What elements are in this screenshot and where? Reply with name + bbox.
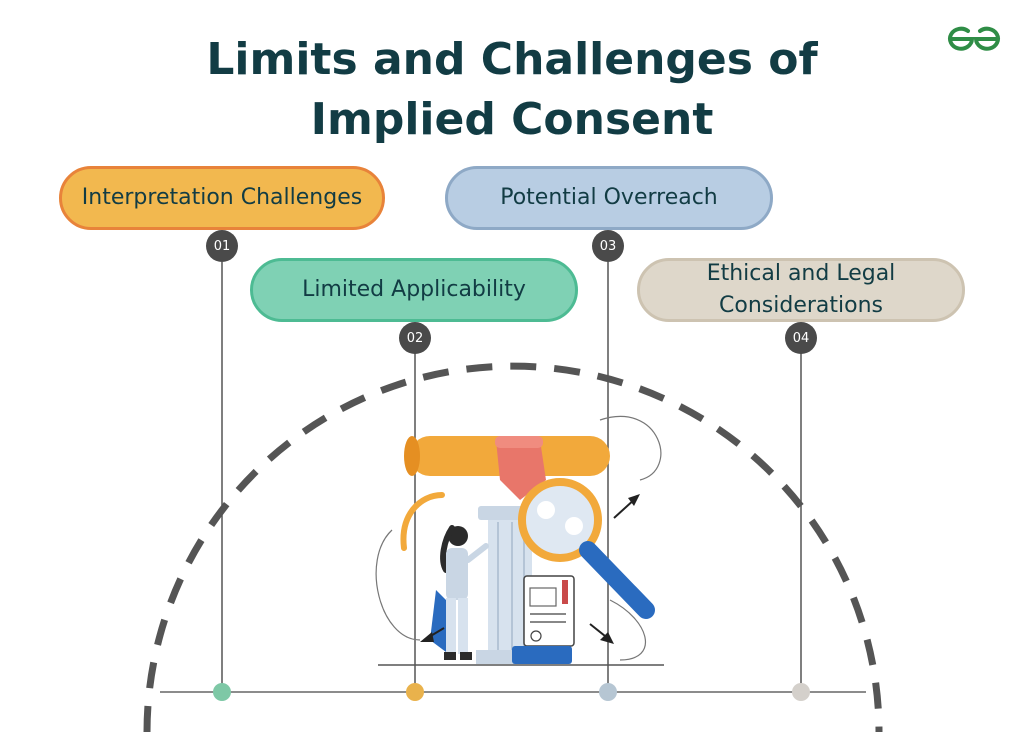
geeksforgeeks-logo-icon [948,26,1000,51]
number-badge-02: 02 [399,322,431,354]
pill-label-01: Interpretation Challenges [81,185,363,210]
pill-label-02: Limited Applicability [302,277,526,302]
timeline-dot-01 [213,683,231,701]
page-title: Limits and Challenges of Implied Consent [0,30,1024,150]
title-line-2: Implied Consent [310,94,714,145]
timeline-dot-03 [599,683,617,701]
number-badge-03: 03 [592,230,624,262]
pill-potential-overreach: Potential Overreach [445,166,773,230]
pill-label-04-line-2: Considerations [719,293,883,318]
timeline-dot-04 [792,683,810,701]
pill-label-04-line-1: Ethical and Legal [706,261,896,286]
timeline-dot-02 [406,683,424,701]
pill-label-03: Potential Overreach [500,185,718,210]
number-badge-01: 01 [206,230,238,262]
number-badge-04: 04 [785,322,817,354]
pill-limited-applicability: Limited Applicability [250,258,578,322]
dashed-arc [143,362,883,732]
consent-illustration [375,415,664,666]
pill-interpretation-challenges: Interpretation Challenges [59,166,385,230]
title-line-1: Limits and Challenges of [206,34,818,85]
pill-ethical-legal-considerations: Ethical and Legal Considerations [637,258,965,322]
